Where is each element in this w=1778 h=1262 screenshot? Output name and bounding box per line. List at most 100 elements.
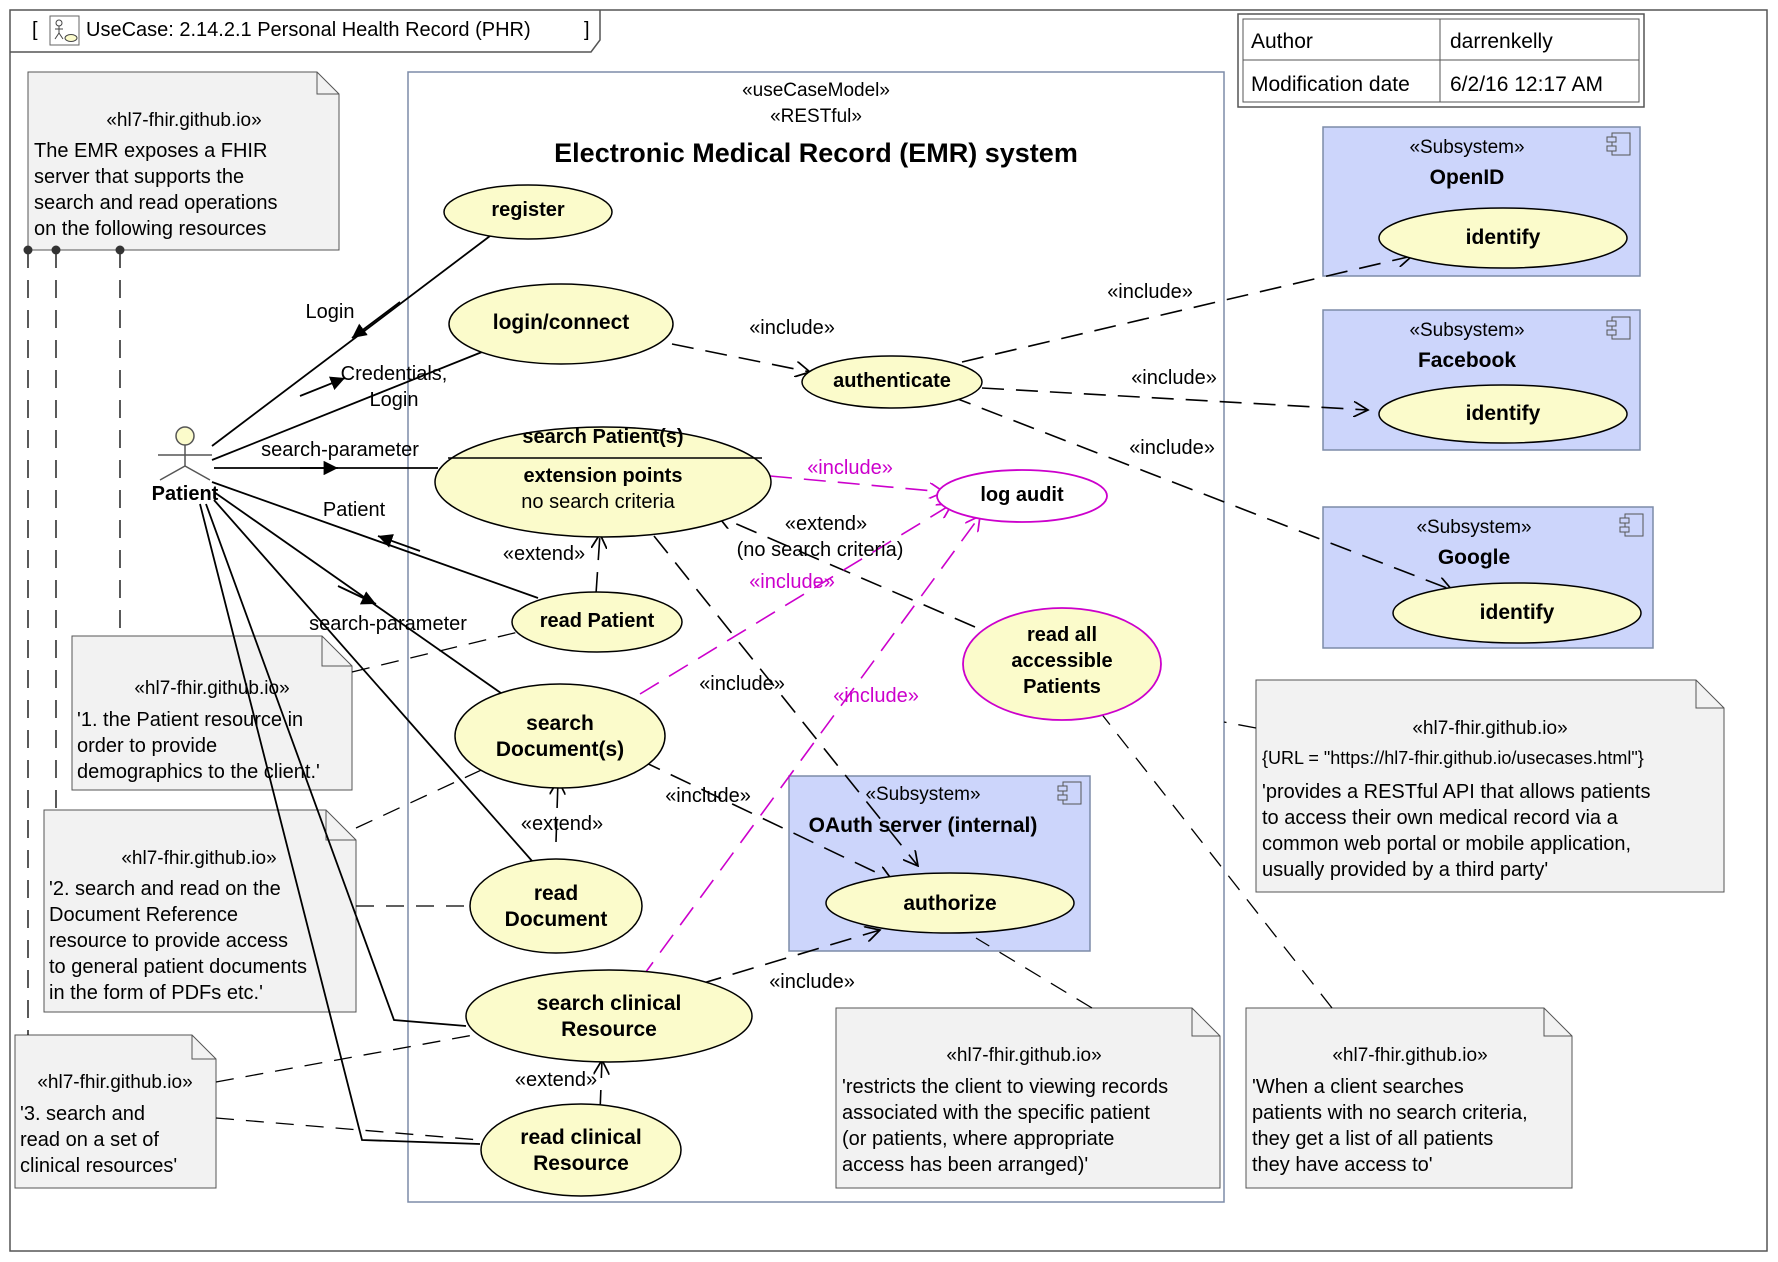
note-clinical-resources-line: clinical resources' [20, 1155, 177, 1177]
include-label: «include» [1107, 281, 1193, 303]
usecase-login-connect-label: login/connect [493, 311, 630, 334]
note-patient-resource-stereotype: «hl7-fhir.github.io» [134, 678, 289, 699]
usecase-search-clinical-line: search clinical [537, 992, 682, 1015]
system-stereotype-restful: «RESTful» [770, 106, 862, 127]
note-patient-resource-line: demographics to the client.' [77, 761, 320, 783]
usecase-identify-facebook[interactable]: identify [1378, 384, 1628, 444]
note-patient-resource: «hl7-fhir.github.io» '1. the Patient res… [71, 635, 353, 791]
modification-date-value: 6/2/16 12:17 AM [1450, 73, 1603, 96]
note-document-reference-line: to general patient documents [49, 956, 307, 978]
note-clinical-resources-stereotype: «hl7-fhir.github.io» [37, 1072, 192, 1093]
note-document-reference-line: resource to provide access [49, 930, 288, 952]
patient-association-label: Patient [323, 499, 386, 521]
frame-bracket-close: ] [584, 19, 590, 41]
note-fhir-server-line: The EMR exposes a FHIR [34, 140, 267, 162]
usecase-read-all-accessible-patients[interactable]: read all accessible Patients [962, 607, 1162, 721]
facebook-name: Facebook [1418, 349, 1516, 372]
usecase-read-clinical-line: Resource [533, 1152, 629, 1175]
note-patient-resource-line: order to provide [77, 735, 217, 757]
actor-association-arrows [299, 301, 421, 605]
usecase-register-label: register [491, 199, 565, 221]
include-label-magenta: «include» [833, 685, 919, 707]
note-restful-api-url: {URL = "https://hl7-fhir.github.io/useca… [1262, 748, 1644, 768]
note-search-no-criteria-line: patients with no search criteria, [1252, 1102, 1528, 1124]
include-label: «include» [1129, 437, 1215, 459]
facebook-stereotype: «Subsystem» [1409, 320, 1524, 341]
note-clinical-resources: «hl7-fhir.github.io» '3. search and read… [14, 1034, 217, 1189]
note-restful-api-line: common web portal or mobile application, [1262, 833, 1631, 855]
include-label-magenta: «include» [749, 571, 835, 593]
note-clinical-resources-line: '3. search and [20, 1103, 145, 1125]
include-label: «include» [1131, 367, 1217, 389]
usecase-search-documents[interactable]: search Document(s) [454, 683, 666, 789]
usecase-diagram-icon [49, 15, 80, 46]
note-restful-api-line: 'provides a RESTful API that allows pati… [1262, 781, 1650, 803]
note-oauth-restrictions-line: associated with the specific patient [842, 1102, 1150, 1124]
actor-patient[interactable]: Patient [152, 426, 219, 505]
extend-label: «extend» [515, 1069, 597, 1091]
note-clinical-resources-line: read on a set of [20, 1129, 159, 1151]
usecase-read-document-line: Document [505, 908, 608, 931]
usecase-search-clinical-line: Resource [561, 1018, 657, 1041]
usecase-search-patients[interactable]: search Patient(s) extension points no se… [434, 426, 772, 538]
note-search-no-criteria-line: they have access to' [1252, 1154, 1433, 1176]
extend-label: «extend» [503, 543, 585, 565]
openid-stereotype: «Subsystem» [1409, 137, 1524, 158]
usecase-identify-label: identify [1480, 601, 1555, 624]
component-icon [1619, 513, 1644, 537]
diagram-title: UseCase: 2.14.2.1 Personal Health Record… [86, 19, 531, 41]
usecase-authenticate[interactable]: authenticate [801, 355, 983, 409]
extension-points-heading: extension points [524, 465, 683, 487]
usecase-search-clinical-resource[interactable]: search clinical Resource [465, 969, 753, 1063]
usecase-identify-label: identify [1466, 402, 1541, 425]
include-label: «include» [699, 673, 785, 695]
usecase-read-patient[interactable]: read Patient [511, 591, 683, 653]
note-anchors [27, 250, 1333, 1141]
usecase-identify-openid[interactable]: identify [1378, 207, 1628, 269]
google-name: Google [1438, 546, 1510, 569]
usecase-read-clinical-resource[interactable]: read clinical Resource [480, 1103, 682, 1197]
usecase-read-document[interactable]: read Document [469, 858, 643, 954]
include-label: «include» [769, 971, 855, 993]
usecase-search-patients-label: search Patient(s) [522, 426, 683, 448]
credentials-login-label: Login [370, 389, 419, 411]
note-oauth-restrictions-stereotype: «hl7-fhir.github.io» [946, 1045, 1101, 1066]
note-document-reference-stereotype: «hl7-fhir.github.io» [121, 848, 276, 869]
diagram-frame: [ UseCase: 2.14.2.1 Personal Health Reco… [9, 9, 1768, 1252]
oauth-stereotype: «Subsystem» [865, 784, 980, 805]
log-audit-includes [639, 475, 980, 981]
google-stereotype: «Subsystem» [1416, 517, 1531, 538]
note-restful-api-stereotype: «hl7-fhir.github.io» [1412, 718, 1567, 739]
modification-date-label: Modification date [1251, 73, 1410, 96]
usecase-identify-google[interactable]: identify [1392, 582, 1642, 644]
note-search-no-criteria: «hl7-fhir.github.io» 'When a client sear… [1245, 1007, 1573, 1189]
note-document-reference-line: in the form of PDFs etc.' [49, 982, 263, 1004]
credentials-label: Credentials, [341, 363, 448, 385]
system-name: Electronic Medical Record (EMR) system [554, 138, 1078, 168]
usecase-authorize[interactable]: authorize [825, 872, 1075, 934]
usecase-register[interactable]: register [443, 184, 613, 240]
usecase-identify-label: identify [1466, 226, 1541, 249]
usecase-log-audit[interactable]: log audit [936, 469, 1108, 523]
note-fhir-server-line: on the following resources [34, 218, 266, 240]
extend-label: «extend» [785, 513, 867, 535]
note-fhir-server-stereotype: «hl7-fhir.github.io» [106, 110, 261, 131]
usecase-login-connect[interactable]: login/connect [448, 283, 674, 365]
extend-condition-label: (no search criteria) [737, 539, 904, 561]
note-patient-resource-line: '1. the Patient resource in [77, 709, 303, 731]
note-document-reference-line: Document Reference [49, 904, 238, 926]
note-restful-api: «hl7-fhir.github.io» {URL = "https://hl7… [1255, 679, 1725, 893]
note-document-reference-line: '2. search and read on the [49, 878, 281, 900]
search-parameter-label: search-parameter [309, 613, 467, 635]
note-search-no-criteria-stereotype: «hl7-fhir.github.io» [1332, 1045, 1487, 1066]
usecase-search-documents-line: search [526, 712, 594, 735]
oauth-name: OAuth server (internal) [809, 814, 1038, 837]
include-label: «include» [665, 785, 751, 807]
note-fhir-server-line: server that supports the [34, 166, 244, 188]
extension-point-no-search-criteria: no search criteria [521, 491, 675, 513]
usecase-read-all-line: accessible [1011, 650, 1112, 672]
note-restful-api-line: to access their own medical record via a [1262, 807, 1619, 829]
usecase-log-audit-label: log audit [980, 484, 1064, 506]
note-anchor-dots [23, 245, 125, 255]
